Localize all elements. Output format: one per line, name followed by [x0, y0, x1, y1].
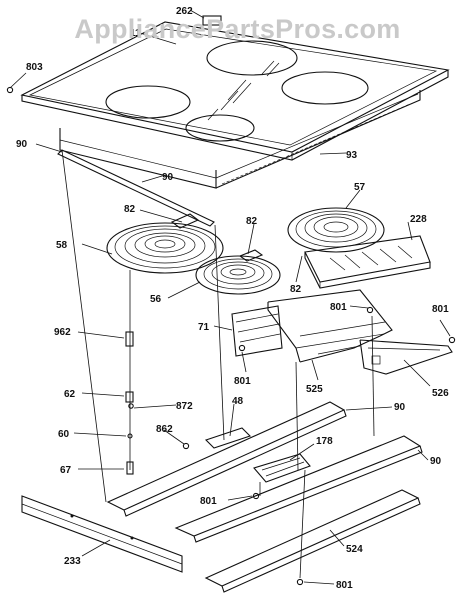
label-178: 178: [316, 436, 333, 447]
label-524: 524: [346, 544, 363, 555]
label-82-left: 82: [124, 204, 136, 215]
label-11: 11: [130, 28, 141, 39]
label-93: 93: [346, 150, 358, 161]
label-60: 60: [58, 429, 70, 440]
label-801-right: 801: [432, 304, 449, 315]
front-panel: [21, 495, 183, 573]
bracket-525: [267, 289, 393, 363]
leader-lines: [9, 9, 451, 585]
watermark: AppliancePartsPros.com: [74, 14, 401, 44]
label-90-lower: 90: [430, 456, 442, 467]
bracket-526: [359, 339, 453, 375]
hardware: [6, 86, 456, 586]
label-233: 233: [64, 556, 81, 567]
front-strip: [204, 489, 421, 593]
label-62: 62: [64, 389, 76, 400]
element-58: [106, 213, 224, 274]
label-90-rail: 90: [394, 402, 406, 413]
part-labels: 262 11 803 90 93 90 57 82 82 228 58 82 5…: [16, 6, 449, 591]
label-526: 526: [432, 388, 449, 399]
cooktop-glass: [20, 15, 450, 161]
label-228: 228: [410, 214, 427, 225]
terminal-block: [231, 305, 283, 357]
rail-lower: [174, 435, 423, 543]
label-90-strip: 90: [162, 172, 174, 183]
label-801-bottom: 801: [336, 580, 353, 591]
label-56: 56: [150, 294, 162, 305]
label-67: 67: [60, 465, 72, 476]
label-525: 525: [306, 384, 323, 395]
label-803: 803: [26, 62, 43, 73]
bracket-48: [204, 427, 252, 449]
label-962: 962: [54, 327, 71, 338]
label-48: 48: [232, 396, 244, 407]
label-82-right: 82: [290, 284, 302, 295]
label-57: 57: [354, 182, 366, 193]
label-872: 872: [176, 401, 193, 412]
lower-frame: [59, 90, 421, 189]
label-862: 862: [156, 424, 173, 435]
label-71: 71: [198, 322, 210, 333]
label-90-top: 90: [16, 139, 28, 150]
label-801-top: 801: [330, 302, 347, 313]
assembly-lines: [61, 149, 375, 579]
drip-pan-228: [304, 235, 431, 289]
rail-upper: [106, 401, 347, 517]
element-57: [287, 207, 385, 253]
element-56: [195, 249, 281, 295]
label-82-mid: 82: [246, 216, 258, 227]
label-801-mid: 801: [234, 376, 251, 387]
label-262: 262: [176, 6, 193, 17]
label-801-lower: 801: [200, 496, 217, 507]
label-58: 58: [56, 240, 68, 251]
